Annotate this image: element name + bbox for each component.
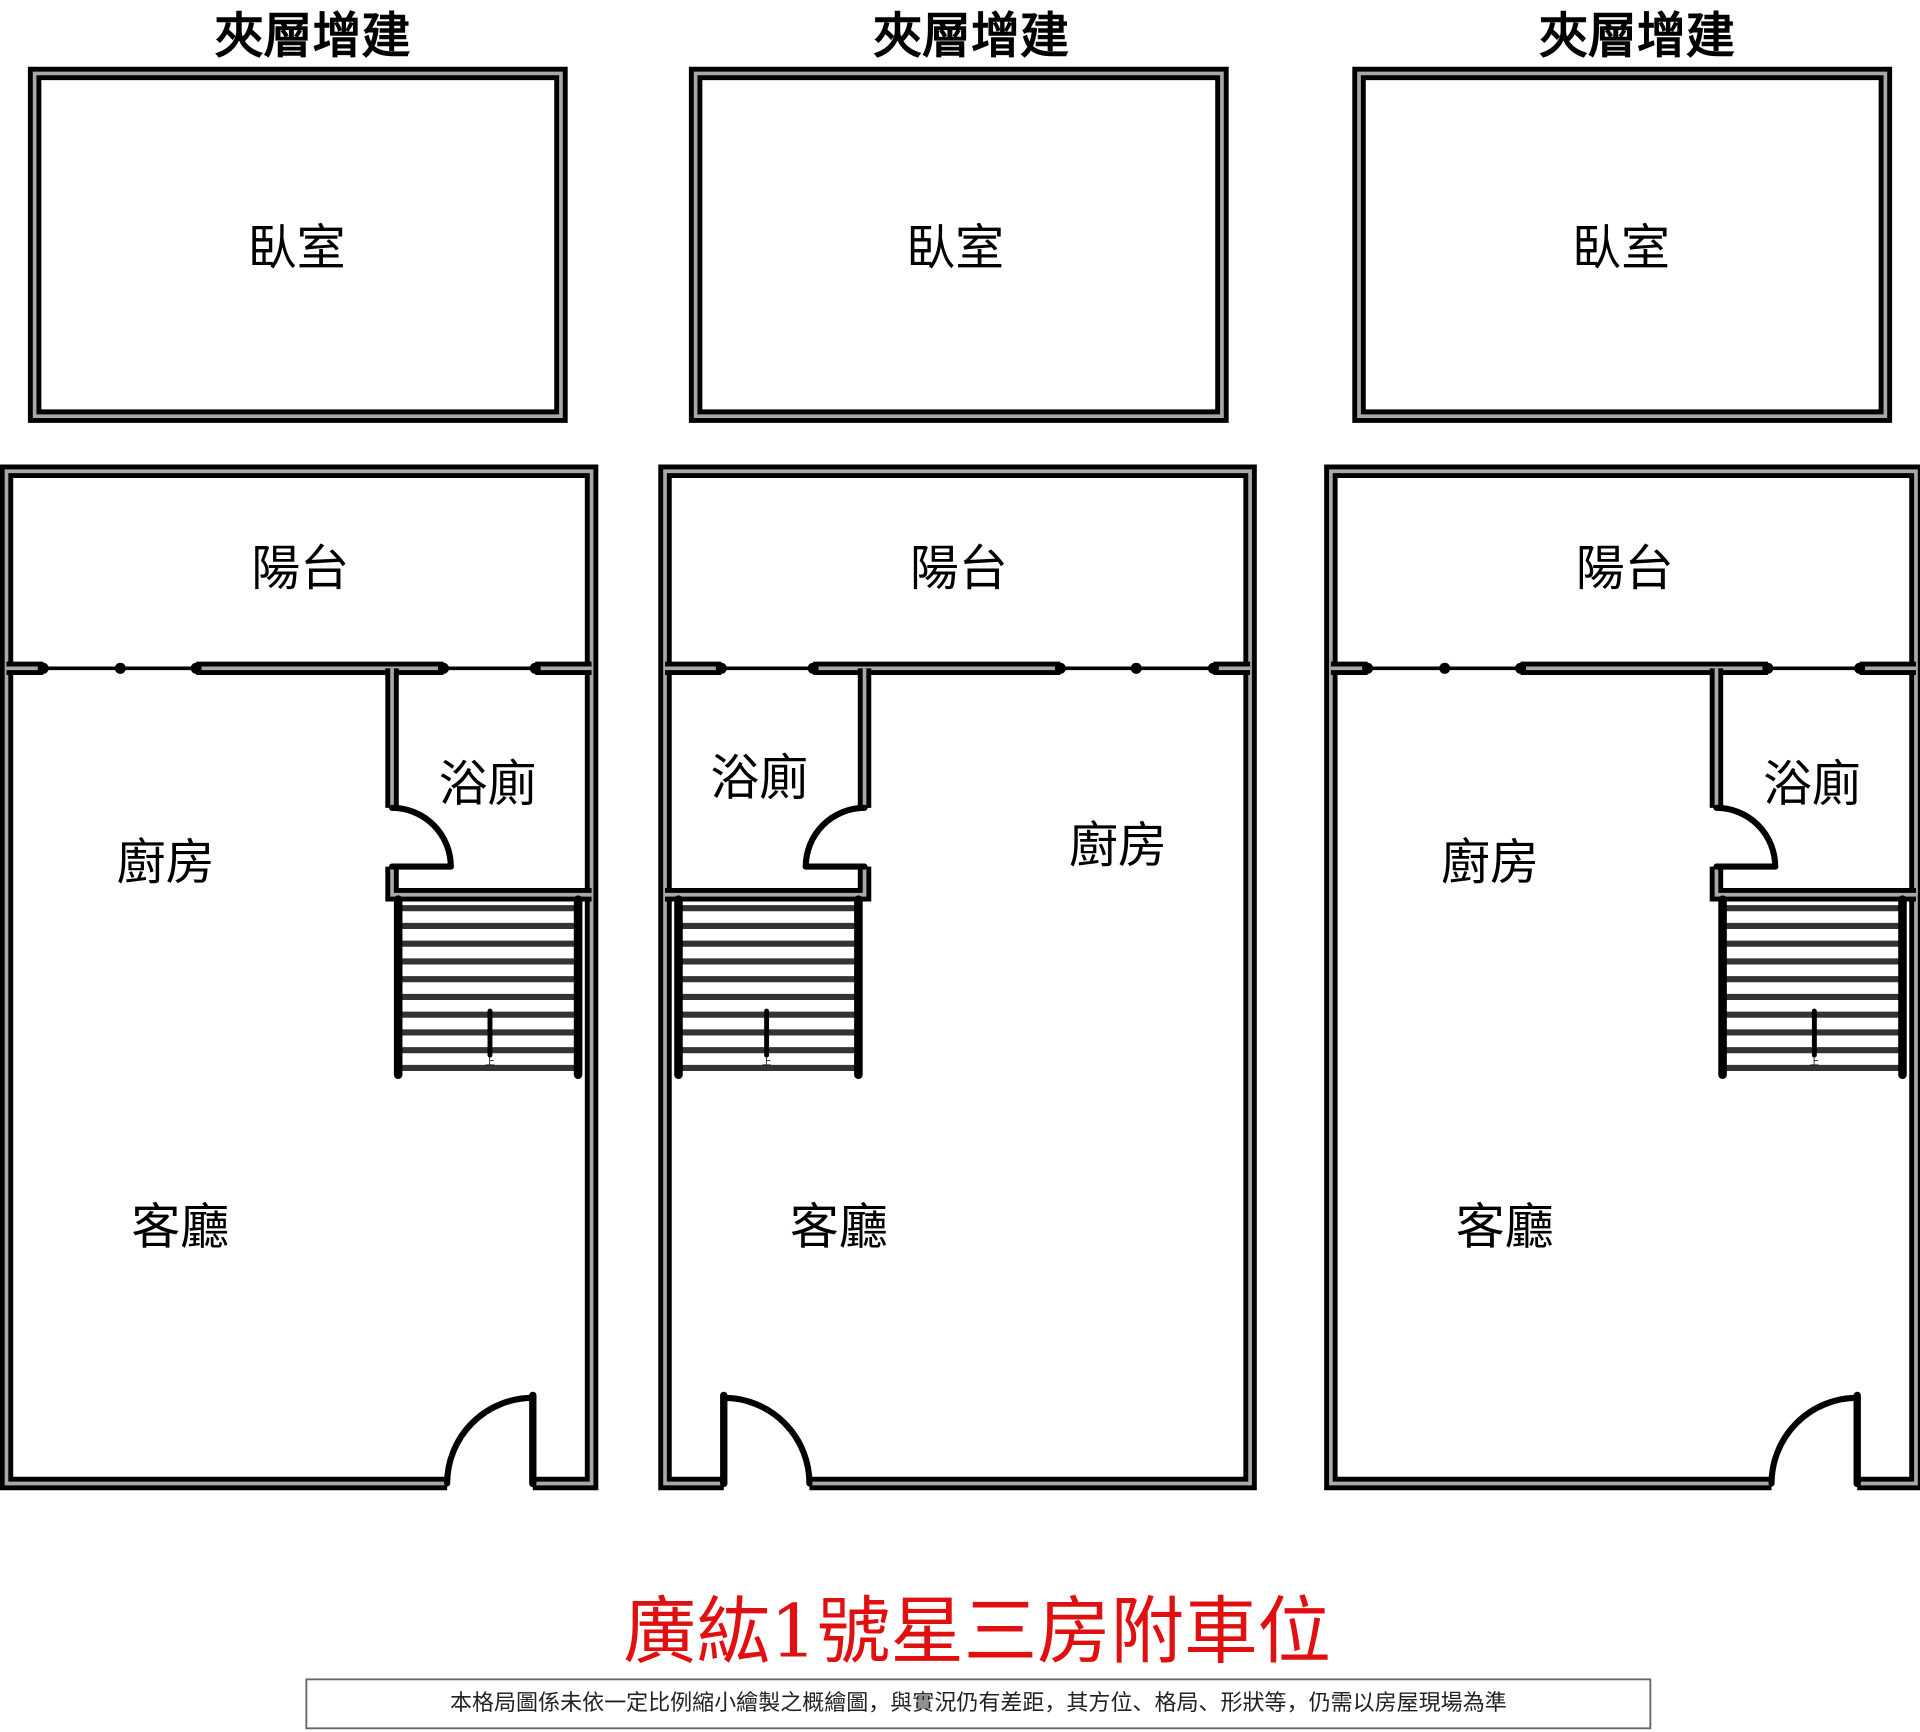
window-joint [1207,662,1219,674]
bathroom-door-swing [388,804,454,870]
window-joint [1515,662,1527,674]
mezzanine-wall-core [1357,71,1888,419]
exterior-wall-core [4,469,594,1486]
disclaimer-box [305,1678,1652,1730]
bathroom-door-swing [1713,804,1779,870]
bathroom-wall-core [665,866,867,897]
balcony-label: 陽台 [251,540,349,597]
bathroom-wall-core [390,866,592,897]
stairs-up-label: 上 [1809,1056,1819,1068]
window-joint [1054,662,1066,674]
kitchen-label: 廚房 [117,834,215,891]
bedroom-label: 臥室 [906,219,1004,276]
living-label: 客廳 [790,1199,888,1256]
bathroom-label: 浴廁 [1763,756,1861,813]
kitchen-label: 廚房 [1069,817,1167,874]
bathroom-label: 浴廁 [710,749,808,806]
bathroom-wall [385,866,592,902]
kitchen-label: 廚房 [1441,834,1539,891]
window-joint [529,662,541,674]
bathroom-label: 浴廁 [439,756,537,813]
window-joint [114,662,126,674]
living-label: 客廳 [131,1199,229,1256]
window-joint [437,662,449,674]
window-joint [1762,662,1774,674]
window-joint [1130,662,1142,674]
mezzanine-title-label: 夾層增建 [1539,8,1735,65]
window-joint [1362,662,1374,674]
mezzanine-wall-core [32,71,563,419]
bathroom-door-swing [802,804,868,870]
mezzanine-wall-core [693,71,1224,419]
living-label: 客廳 [1456,1199,1554,1256]
entry-door-swing [720,1394,813,1487]
entry-door-swing [444,1394,536,1487]
window-joint [190,662,202,674]
bedroom-label: 臥室 [248,219,346,276]
balcony-label: 陽台 [910,540,1008,597]
entry-door-swing [1768,1394,1861,1487]
exterior-wall-core [663,469,1252,1486]
balcony-label: 陽台 [1576,540,1674,597]
plan-title: 廣紘1號星三房附車位 [623,1590,1331,1675]
window-joint [37,662,49,674]
window-joint [807,662,819,674]
window-joint [1439,662,1451,674]
bathroom-wall-core [1714,866,1916,897]
stairs-up-label: 上 [485,1056,495,1068]
stairs-up-label: 上 [762,1056,772,1068]
disclaimer-text: 本格局圖係未依一定比例縮小繪製之概繪圖，與實況仍有差距，其方位、格局、形狀等，仍… [450,1691,1507,1716]
bedroom-label: 臥室 [1572,219,1670,276]
window-joint [715,662,727,674]
window-joint [1854,662,1866,674]
mezzanine-title-label: 夾層增建 [215,8,411,65]
exterior-wall-core [1329,469,1918,1486]
bathroom-wall [1709,866,1916,902]
mezzanine-title-label: 夾層增建 [873,8,1069,65]
bathroom-wall [665,866,872,902]
